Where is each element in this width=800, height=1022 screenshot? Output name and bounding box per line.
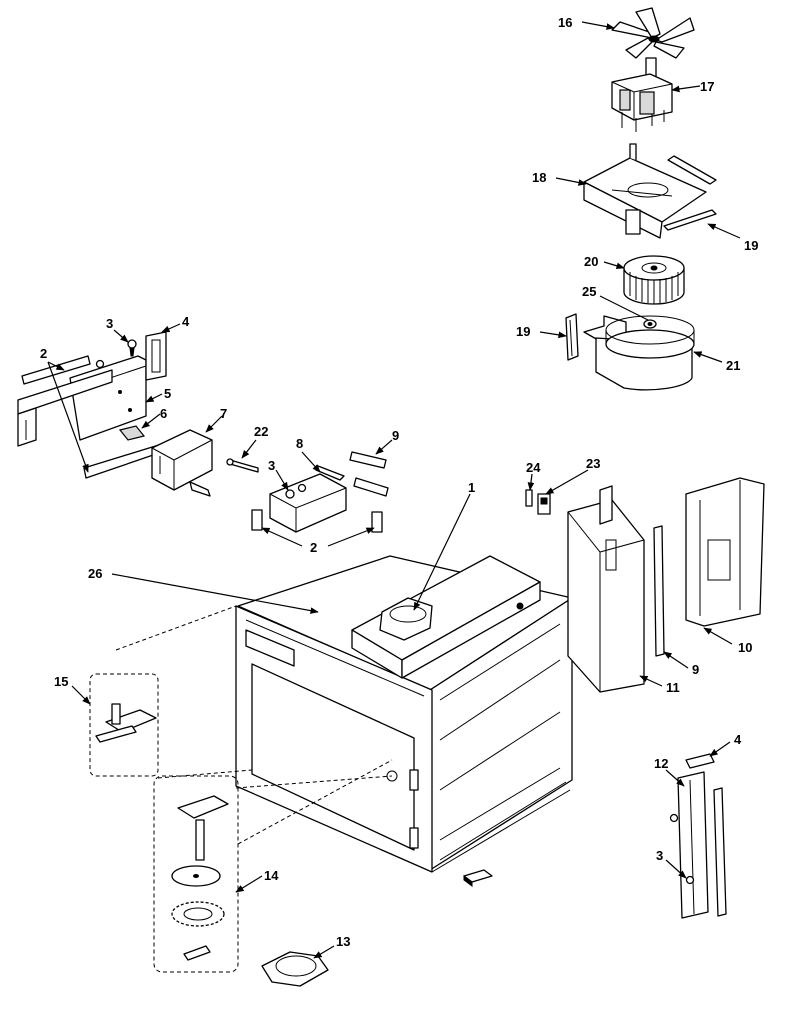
callout-8: 8	[296, 436, 303, 451]
callout-6: 6	[160, 406, 167, 421]
callout-7: 7	[220, 406, 227, 421]
callout-10: 10	[738, 640, 752, 655]
bracket-8	[269, 465, 347, 533]
callout-12: 12	[654, 756, 668, 771]
relay-box	[151, 429, 213, 497]
block-4-right	[685, 753, 715, 769]
turntable-motor-13	[261, 951, 329, 987]
motor-mounting-bracket	[583, 143, 717, 239]
fuse-holder-23	[537, 493, 551, 515]
strip-2-bottom	[83, 443, 163, 479]
pin-22	[226, 458, 259, 473]
callout-16: 16	[558, 15, 572, 30]
side-box-11	[567, 485, 645, 693]
callout-13: 13	[336, 934, 350, 949]
fuse-24	[525, 489, 533, 507]
callout-4-left: 4	[182, 314, 190, 329]
callout-4-right: 4	[734, 732, 742, 747]
callout-15: 15	[54, 674, 68, 689]
callout-25: 25	[582, 284, 596, 299]
callout-17: 17	[700, 79, 714, 94]
callout-3-middle: 3	[268, 458, 275, 473]
group-15	[89, 673, 159, 777]
callout-18: 18	[532, 170, 546, 185]
callout-2-middle: 2	[310, 540, 317, 555]
callout-2-left: 2	[40, 346, 47, 361]
callout-3-left: 3	[106, 316, 113, 331]
plug-button	[463, 869, 493, 887]
callout-5: 5	[164, 386, 171, 401]
group-14	[153, 775, 239, 973]
panel-10	[685, 477, 765, 627]
leader-lines	[47, 21, 741, 959]
callout-20: 20	[584, 254, 598, 269]
bracket-12	[669, 771, 727, 919]
callout-22: 22	[254, 424, 268, 439]
callout-14: 14	[264, 868, 279, 883]
screw-3-left	[95, 339, 137, 369]
feet-2	[251, 509, 383, 533]
strip-19-upper	[663, 209, 717, 231]
callout-9-upper: 9	[392, 428, 399, 443]
blower-nut	[643, 319, 657, 329]
strip-19-lower	[565, 313, 579, 361]
callout-23: 23	[586, 456, 600, 471]
callout-19-upper: 19	[744, 238, 758, 253]
callout-11: 11	[666, 680, 680, 695]
strip-9-right	[653, 525, 665, 657]
duct-assembly-1	[351, 555, 541, 679]
callout-9-lower: 9	[692, 662, 699, 677]
callout-1: 1	[468, 480, 475, 495]
callout-3-right: 3	[656, 848, 663, 863]
blower-housing	[583, 315, 695, 391]
callout-19-lower: 19	[516, 324, 530, 339]
switch-6	[118, 425, 146, 441]
callouts: 16 17 18 19 20 25 19 21 3 4 2 5 6 7 22 8…	[40, 15, 758, 949]
strips-9	[349, 451, 389, 497]
callout-24: 24	[526, 460, 541, 475]
plate-left	[17, 369, 113, 447]
callout-21: 21	[726, 358, 740, 373]
bracket-4-left	[145, 331, 167, 381]
blower-wheel	[623, 255, 685, 305]
callout-26: 26	[88, 566, 102, 581]
fan-motor	[611, 57, 673, 132]
fan-blade	[611, 7, 695, 59]
